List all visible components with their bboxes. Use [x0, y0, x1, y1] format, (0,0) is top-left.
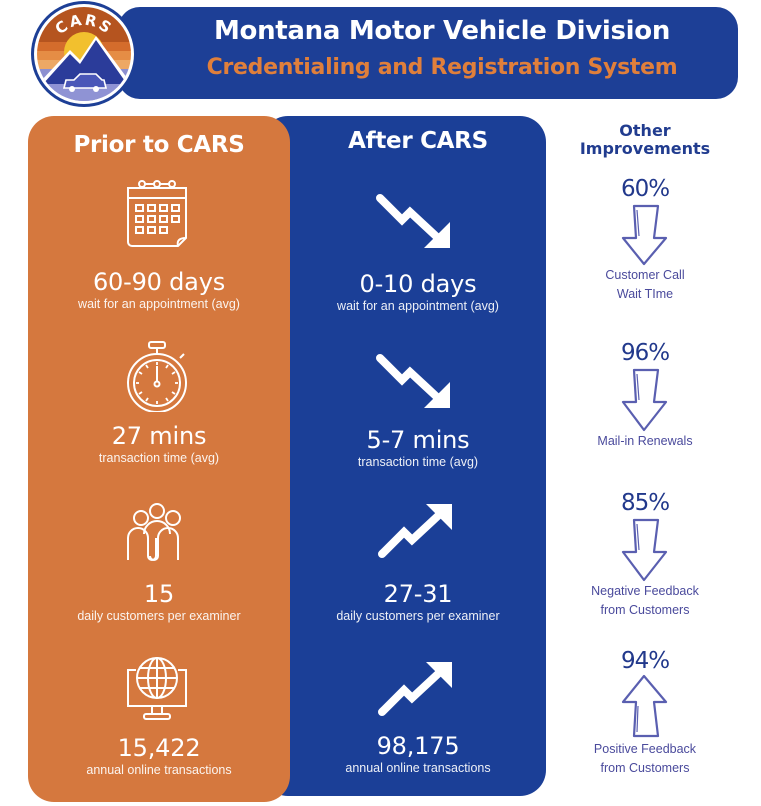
header-banner — [118, 7, 738, 99]
arrow-down-icon — [621, 518, 668, 582]
stopwatch-icon — [127, 341, 187, 412]
arrow-up-icon — [621, 674, 668, 738]
prior-metric-4: 15,422 annual online transactions — [86, 734, 232, 777]
trend-down-icon — [376, 194, 450, 248]
page-title: Montana Motor Vehicle Division — [213, 16, 671, 46]
trend-down-icon — [376, 354, 450, 408]
after-metric-3: 27-31 daily customers per examiner — [336, 580, 500, 623]
improvement-call-wait: 60% Customer Call Wait TIme — [605, 176, 685, 301]
page-subtitle: Credentialing and Registration System — [206, 55, 678, 80]
prior-metric-1: 60-90 days wait for an appointment (avg) — [78, 268, 240, 311]
prior-metric-3: 15 daily customers per examiner — [77, 580, 241, 623]
arrow-down-icon — [621, 204, 668, 266]
improvement-negative-feedback: 85% Negative Feedback from Customers — [591, 490, 699, 617]
prior-to-cars-panel: Prior to CARS 60-90 days wait for an app… — [28, 116, 290, 802]
calendar-icon — [127, 180, 187, 247]
globe-monitor-icon — [127, 657, 187, 720]
after-cars-title: After CARS — [348, 128, 488, 154]
improvement-positive-feedback: 94% Positive Feedback from Customers — [593, 648, 697, 775]
prior-metric-2: 27 mins transaction time (avg) — [98, 422, 220, 465]
after-metric-2: 5-7 mins transaction time (avg) — [357, 426, 479, 469]
after-cars-panel: After CARS 0-10 days wait for an appoint… — [262, 116, 546, 796]
people-icon — [127, 503, 181, 561]
trend-up-icon — [378, 504, 452, 558]
cars-logo-icon: CARS — [31, 1, 137, 107]
after-metric-4: 98,175 annual online transactions — [345, 732, 491, 775]
trend-up-icon — [378, 662, 452, 716]
prior-to-cars-title: Prior to CARS — [73, 132, 245, 158]
arrow-down-icon — [621, 368, 668, 432]
improvement-mail-in-renewals: 96% Mail-in Renewals — [597, 340, 693, 448]
after-metric-1: 0-10 days wait for an appointment (avg) — [337, 270, 499, 313]
other-improvements-title: Other Improvements — [579, 121, 711, 158]
